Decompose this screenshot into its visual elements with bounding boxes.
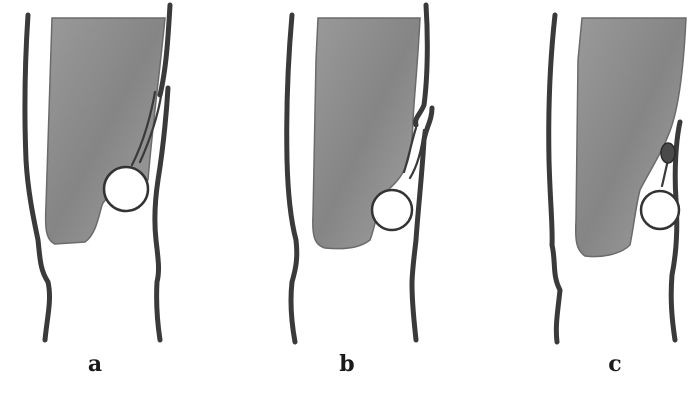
panel-b-left-contour: [287, 15, 297, 342]
panel-c-sac: [641, 191, 679, 229]
panel-a-drawing: [25, 5, 170, 340]
panel-label-c: c: [595, 351, 635, 377]
panel-label-b: b: [327, 351, 367, 377]
panel-a-left-contour: [25, 15, 50, 340]
panel-b-drawing: [287, 5, 432, 342]
panel-b-sac: [372, 190, 412, 230]
panel-c-knot: [661, 143, 675, 163]
panel-c-tract-lines: [662, 160, 668, 186]
panel-label-a: a: [75, 351, 115, 377]
panel-c-drawing: [549, 15, 686, 342]
panel-a-shaded-region: [46, 18, 165, 244]
panel-c-left-contour: [549, 15, 560, 342]
panel-a-sac: [104, 167, 148, 211]
